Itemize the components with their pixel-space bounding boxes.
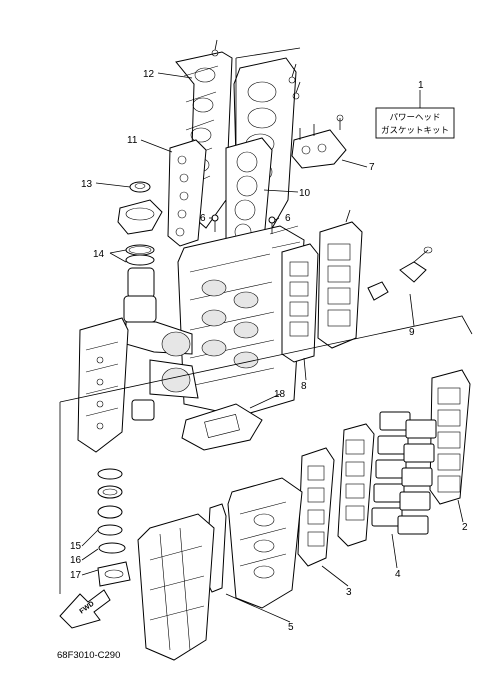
exhaust-cover-part xyxy=(175,39,233,229)
intake-manifold-part xyxy=(227,477,303,609)
callout-1: 1 xyxy=(418,80,424,91)
callout-17: 17 xyxy=(70,570,82,581)
callout-11: 11 xyxy=(127,135,138,146)
gasket-plate-part xyxy=(181,403,263,451)
callout-5: 5 xyxy=(288,622,294,633)
silencer-part xyxy=(137,513,215,661)
callout-15: 15 xyxy=(70,541,82,552)
crankcase-part xyxy=(177,225,305,417)
callout-18: 18 xyxy=(274,389,286,400)
fitting-part xyxy=(367,246,433,301)
diagram-code: 68F3010-C290 xyxy=(57,650,120,661)
callout-9: 9 xyxy=(409,327,415,338)
exhaust-gasket-part xyxy=(167,139,207,247)
callout-12: 12 xyxy=(143,69,155,80)
gasket-part xyxy=(281,243,319,363)
callout-4: 4 xyxy=(395,569,401,580)
kit-label-line2: ガスケットキット xyxy=(381,125,449,136)
callout-10: 10 xyxy=(299,188,311,199)
reed-plate-part xyxy=(337,423,375,547)
callout-16: 16 xyxy=(70,555,82,566)
thermostat-cover-part xyxy=(291,114,347,169)
callout-2: 2 xyxy=(462,522,468,533)
screw-part xyxy=(211,214,276,234)
fwd-arrow-icon xyxy=(59,589,111,629)
callout-6a: 6 xyxy=(200,213,206,224)
leader-lines xyxy=(81,72,464,623)
callout-7: 7 xyxy=(369,162,375,173)
crankcase-cover-part xyxy=(77,317,129,453)
callout-6b: 6 xyxy=(285,213,291,224)
gasket-kit-box: パワーヘッド ガスケットキット xyxy=(375,107,455,139)
reed-gasket-part xyxy=(429,369,471,505)
water-jacket-cover-part xyxy=(317,209,363,349)
callout-13: 13 xyxy=(81,179,93,190)
intake-gasket-part xyxy=(297,447,335,567)
callout-14: 14 xyxy=(93,249,105,260)
lower-seal-part xyxy=(97,468,131,587)
crankshaft-part xyxy=(123,267,199,421)
o-ring-part xyxy=(125,244,155,266)
kit-label-line1: パワーヘッド xyxy=(389,113,440,123)
oil-seal-part xyxy=(129,181,151,193)
bearing-housing-part xyxy=(117,199,163,235)
callout-8: 8 xyxy=(301,381,307,392)
callout-3: 3 xyxy=(346,587,352,598)
reed-valve-part xyxy=(371,411,437,535)
